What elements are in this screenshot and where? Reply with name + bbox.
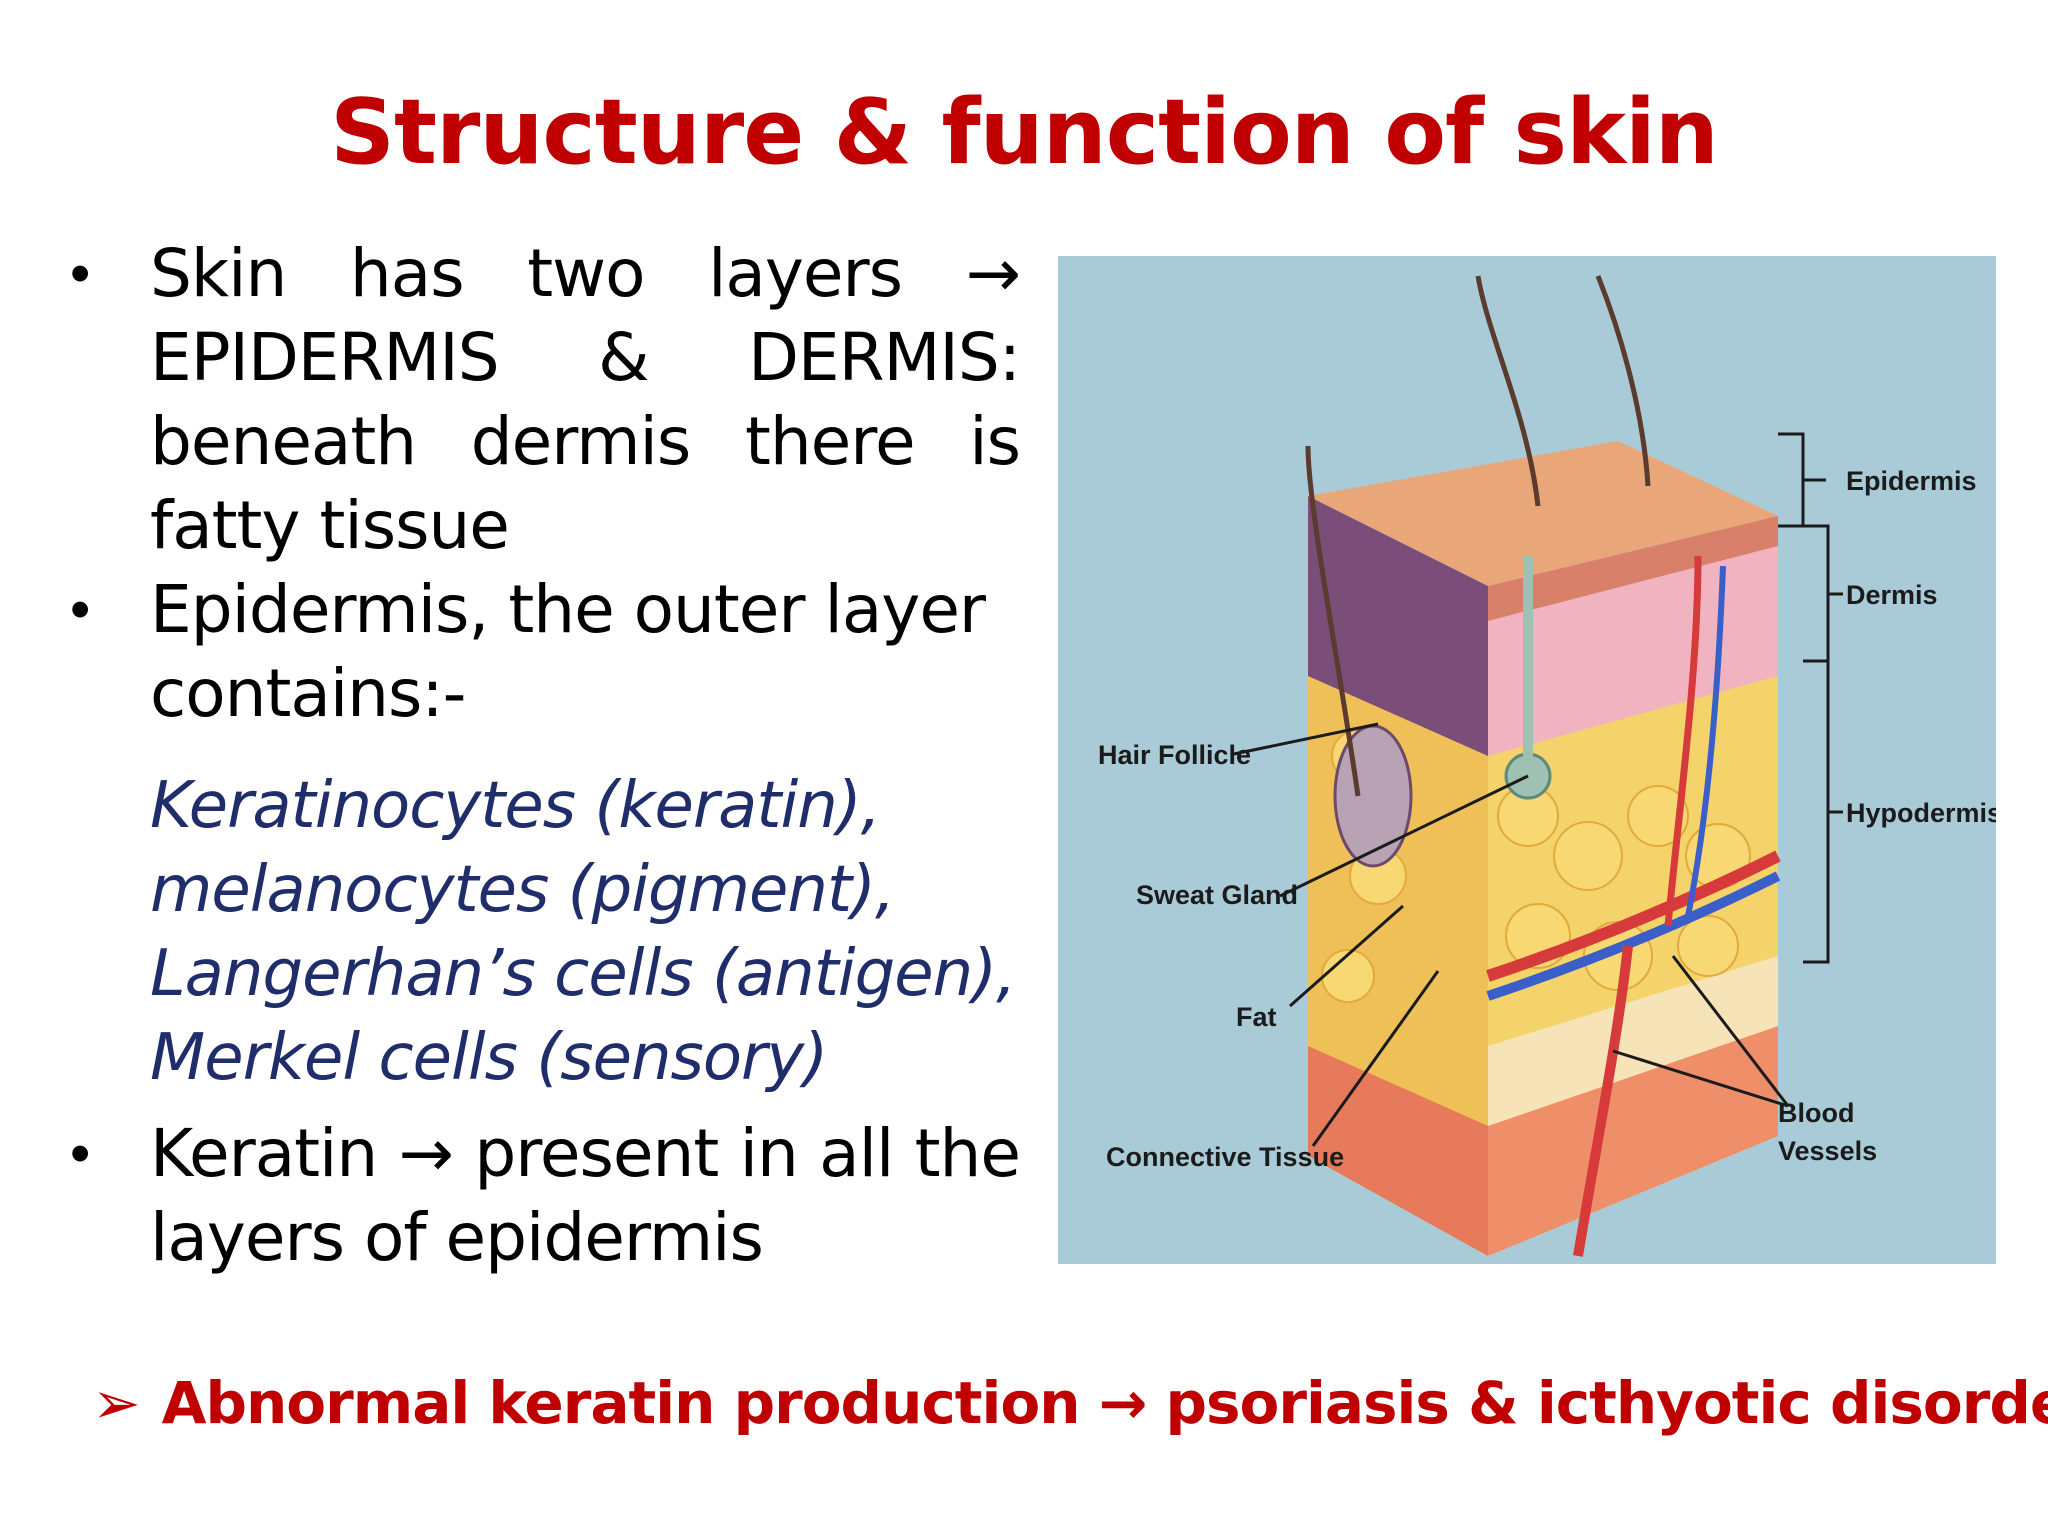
bullet-text: Skin has two layers → EPIDERMIS & DERMIS… bbox=[150, 235, 1021, 564]
hair-follicle-shape bbox=[1333, 724, 1413, 868]
epidermis-top bbox=[1308, 441, 1778, 586]
capillary bbox=[1664, 555, 1702, 927]
footer-highlight: ➢ Abnormal keratin production → psoriasis… bbox=[92, 1358, 2048, 1448]
dermis-side bbox=[1308, 496, 1488, 756]
hair-strand bbox=[1305, 445, 1361, 797]
label-connective-tissue: Connective Tissue bbox=[1106, 1142, 1344, 1172]
artery bbox=[1486, 850, 1781, 982]
layer-brackets bbox=[1778, 432, 1843, 964]
connective-tissue-side bbox=[1308, 1046, 1488, 1256]
label-hypodermis: Hypodermis bbox=[1846, 798, 1996, 828]
connective-tissue-front bbox=[1488, 1026, 1778, 1256]
label-dermis: Dermis bbox=[1846, 580, 1938, 610]
epidermis-cell-list: Keratinocytes (keratin), melanocytes (pi… bbox=[70, 764, 1020, 1100]
label-epidermis: Epidermis bbox=[1846, 466, 1977, 496]
skin-cross-section-figure: Epidermis Dermis Hypodermis Hair Follicl… bbox=[1058, 256, 1996, 1264]
arrow-bullet-icon: ➢ bbox=[92, 1369, 141, 1437]
epidermis-front-edge bbox=[1488, 516, 1778, 621]
label-blood-vessels: Blood bbox=[1778, 1098, 1854, 1128]
footer-text: Abnormal keratin production → psoriasis … bbox=[161, 1369, 2048, 1437]
artery-branch bbox=[1573, 945, 1633, 1257]
sub-item: Merkel cells (sensory) bbox=[150, 1021, 828, 1095]
hair-strand bbox=[1475, 275, 1541, 507]
hair-strand bbox=[1595, 275, 1651, 487]
bullet-text: Epidermis, the outer layer contains:- bbox=[150, 571, 986, 732]
pointer-lines bbox=[1233, 722, 1790, 1147]
slide-title: Structure & function of skin bbox=[330, 80, 1719, 185]
bullet-dot-icon: • bbox=[70, 1121, 91, 1186]
venule bbox=[1685, 565, 1726, 917]
bullet-item: • Keratin → present in all the layers of… bbox=[70, 1112, 1021, 1280]
label-hair-follicle: Hair Follicle bbox=[1098, 740, 1251, 770]
bullet-list: • Skin has two layers → EPIDERMIS & DERM… bbox=[70, 232, 1021, 1280]
label-blood-vessels-line2: Vessels bbox=[1778, 1136, 1877, 1166]
skin-diagram: Epidermis Dermis Hypodermis Hair Follicl… bbox=[1098, 275, 1996, 1257]
sub-item: melanocytes (pigment), bbox=[150, 853, 895, 927]
sub-item: Langerhan’s cells (antigen), bbox=[150, 937, 1016, 1011]
bullet-item: • Epidermis, the outer layer contains:- bbox=[70, 568, 1020, 736]
bullet-dot-icon: • bbox=[70, 241, 91, 306]
sub-item: Keratinocytes (keratin), bbox=[150, 769, 881, 843]
bullet-text: Keratin → present in all the layers of e… bbox=[150, 1115, 1021, 1276]
label-sweat-gland: Sweat Gland bbox=[1136, 880, 1298, 910]
fat-cells bbox=[1321, 729, 1751, 1003]
vein bbox=[1486, 871, 1781, 1001]
label-fat: Fat bbox=[1236, 1002, 1277, 1032]
bullet-item: • Skin has two layers → EPIDERMIS & DERM… bbox=[70, 232, 1021, 568]
bullet-dot-icon: • bbox=[70, 577, 91, 642]
